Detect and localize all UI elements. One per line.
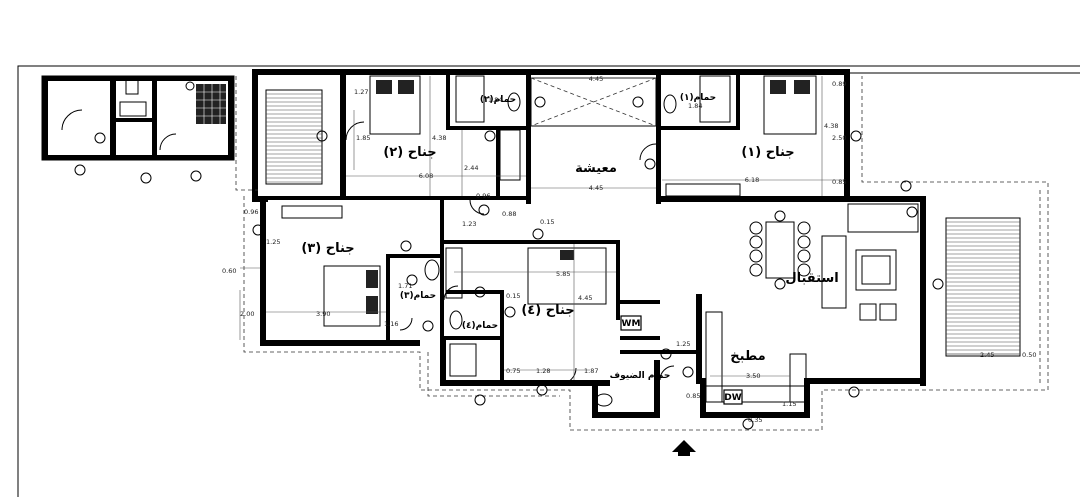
room-label-living: معيشة <box>575 161 617 176</box>
dim-1-25: 1.25 <box>266 238 280 246</box>
room-label-bath4: حمام(٤) <box>462 321 498 331</box>
roof-plan <box>41 75 235 161</box>
dim-3-90: 3.90 <box>316 310 330 318</box>
dim-2-00: 2.00 <box>240 310 254 318</box>
washer-label: WM <box>622 319 641 329</box>
dining-table <box>749 210 811 290</box>
dim-1-84-a: 1.84 <box>488 96 502 104</box>
room-label-suite3: جناح (٣) <box>301 241 354 256</box>
room-label-suite4: جناح (٤) <box>521 303 574 318</box>
void-opening <box>530 77 657 127</box>
dim-6-18: 6.18 <box>745 176 759 184</box>
room-label-suite2: جناح (٢) <box>383 145 436 160</box>
dim-1-84-b: 1.84 <box>688 102 702 110</box>
bed-suite2 <box>369 75 421 135</box>
dim-1-71: 1.71 <box>398 282 412 290</box>
dim-1-87: 1.87 <box>584 367 598 375</box>
dim-1-85: 1.85 <box>356 134 370 142</box>
terrace-hatch-right <box>945 217 1021 357</box>
dimension-lines <box>239 76 1020 380</box>
dim-0-88: 0.88 <box>502 210 516 218</box>
dim-0-85-b: 0.85 <box>832 178 846 186</box>
terrace-hatch-left <box>265 89 323 185</box>
dim-1-25-b: 1.25 <box>676 340 690 348</box>
dim-0-15-b: 0.15 <box>506 292 520 300</box>
dim-4-38-left: 4.38 <box>432 134 446 142</box>
wardrobes <box>281 129 741 299</box>
dim-0-60: 0.60 <box>222 267 236 275</box>
washer-box <box>620 315 642 331</box>
room-label-suite1: جناح (١) <box>741 145 794 160</box>
room-label-kitchen: مطبخ <box>730 349 765 364</box>
sheet-frame <box>17 65 1080 497</box>
room-label-bath1: حمام(١) <box>680 93 716 103</box>
dim-6-08: 6.08 <box>419 172 433 180</box>
interior-walls <box>266 69 740 384</box>
dishwasher-box <box>723 389 743 405</box>
dim-2-44: 2.44 <box>464 164 478 172</box>
dim-0-50: 0.50 <box>1022 351 1036 359</box>
dim-1-15: 1.15 <box>782 400 796 408</box>
dim-5-85: 5.85 <box>556 270 570 278</box>
room-label-bath3: حمام(٣) <box>400 291 436 301</box>
dimension-texts: 4.45 4.45 6.08 6.18 4.38 4.38 1.85 2.44 … <box>222 75 1036 424</box>
dim-4-45-suite4: 4.45 <box>578 294 592 302</box>
sofa-set <box>821 203 919 321</box>
entrance-arrow-icon <box>672 440 696 452</box>
dim-1-23: 1.23 <box>462 220 476 228</box>
dim-4-38-right: 4.38 <box>824 122 838 130</box>
dim-0-89: 0.89 <box>832 80 846 88</box>
terrace-outlines <box>235 76 1049 431</box>
dim-0-96-b: 0.96 <box>244 208 258 216</box>
dim-2-50: 2.50 <box>832 134 846 142</box>
bath-fixtures <box>424 75 731 407</box>
level-markers <box>74 96 944 430</box>
dim-0-75: 0.75 <box>506 367 520 375</box>
dim-4-45-mid: 4.45 <box>589 184 603 192</box>
bed-suite4 <box>527 247 607 305</box>
entrance-arrow-stem <box>678 452 690 456</box>
dim-0-15: 0.15 <box>540 218 554 226</box>
exterior-walls <box>252 69 926 418</box>
dim-3-50: 3.50 <box>746 372 760 380</box>
dim-0-85: 0.85 <box>686 392 700 400</box>
dim-2-45: 2.45 <box>980 351 994 359</box>
dim-1-27: 1.27 <box>354 88 368 96</box>
kitchen-counter <box>705 311 807 403</box>
dim-1-16: 1.16 <box>384 320 398 328</box>
dim-0-96: 0.96 <box>476 192 490 200</box>
room-label-reception: استقبال <box>785 271 838 286</box>
dishwasher-label: DW <box>724 393 741 403</box>
room-label-guest-bath: حمام الضيوف <box>610 371 671 381</box>
bed-suite3 <box>323 265 381 327</box>
room-label-bath2: حمام(٢) <box>480 95 516 105</box>
dim-0-35: 0.35 <box>748 416 762 424</box>
dim-4-45-top: 4.45 <box>589 75 603 83</box>
dim-1-28: 1.28 <box>536 367 550 375</box>
bed-suite1 <box>763 75 817 135</box>
